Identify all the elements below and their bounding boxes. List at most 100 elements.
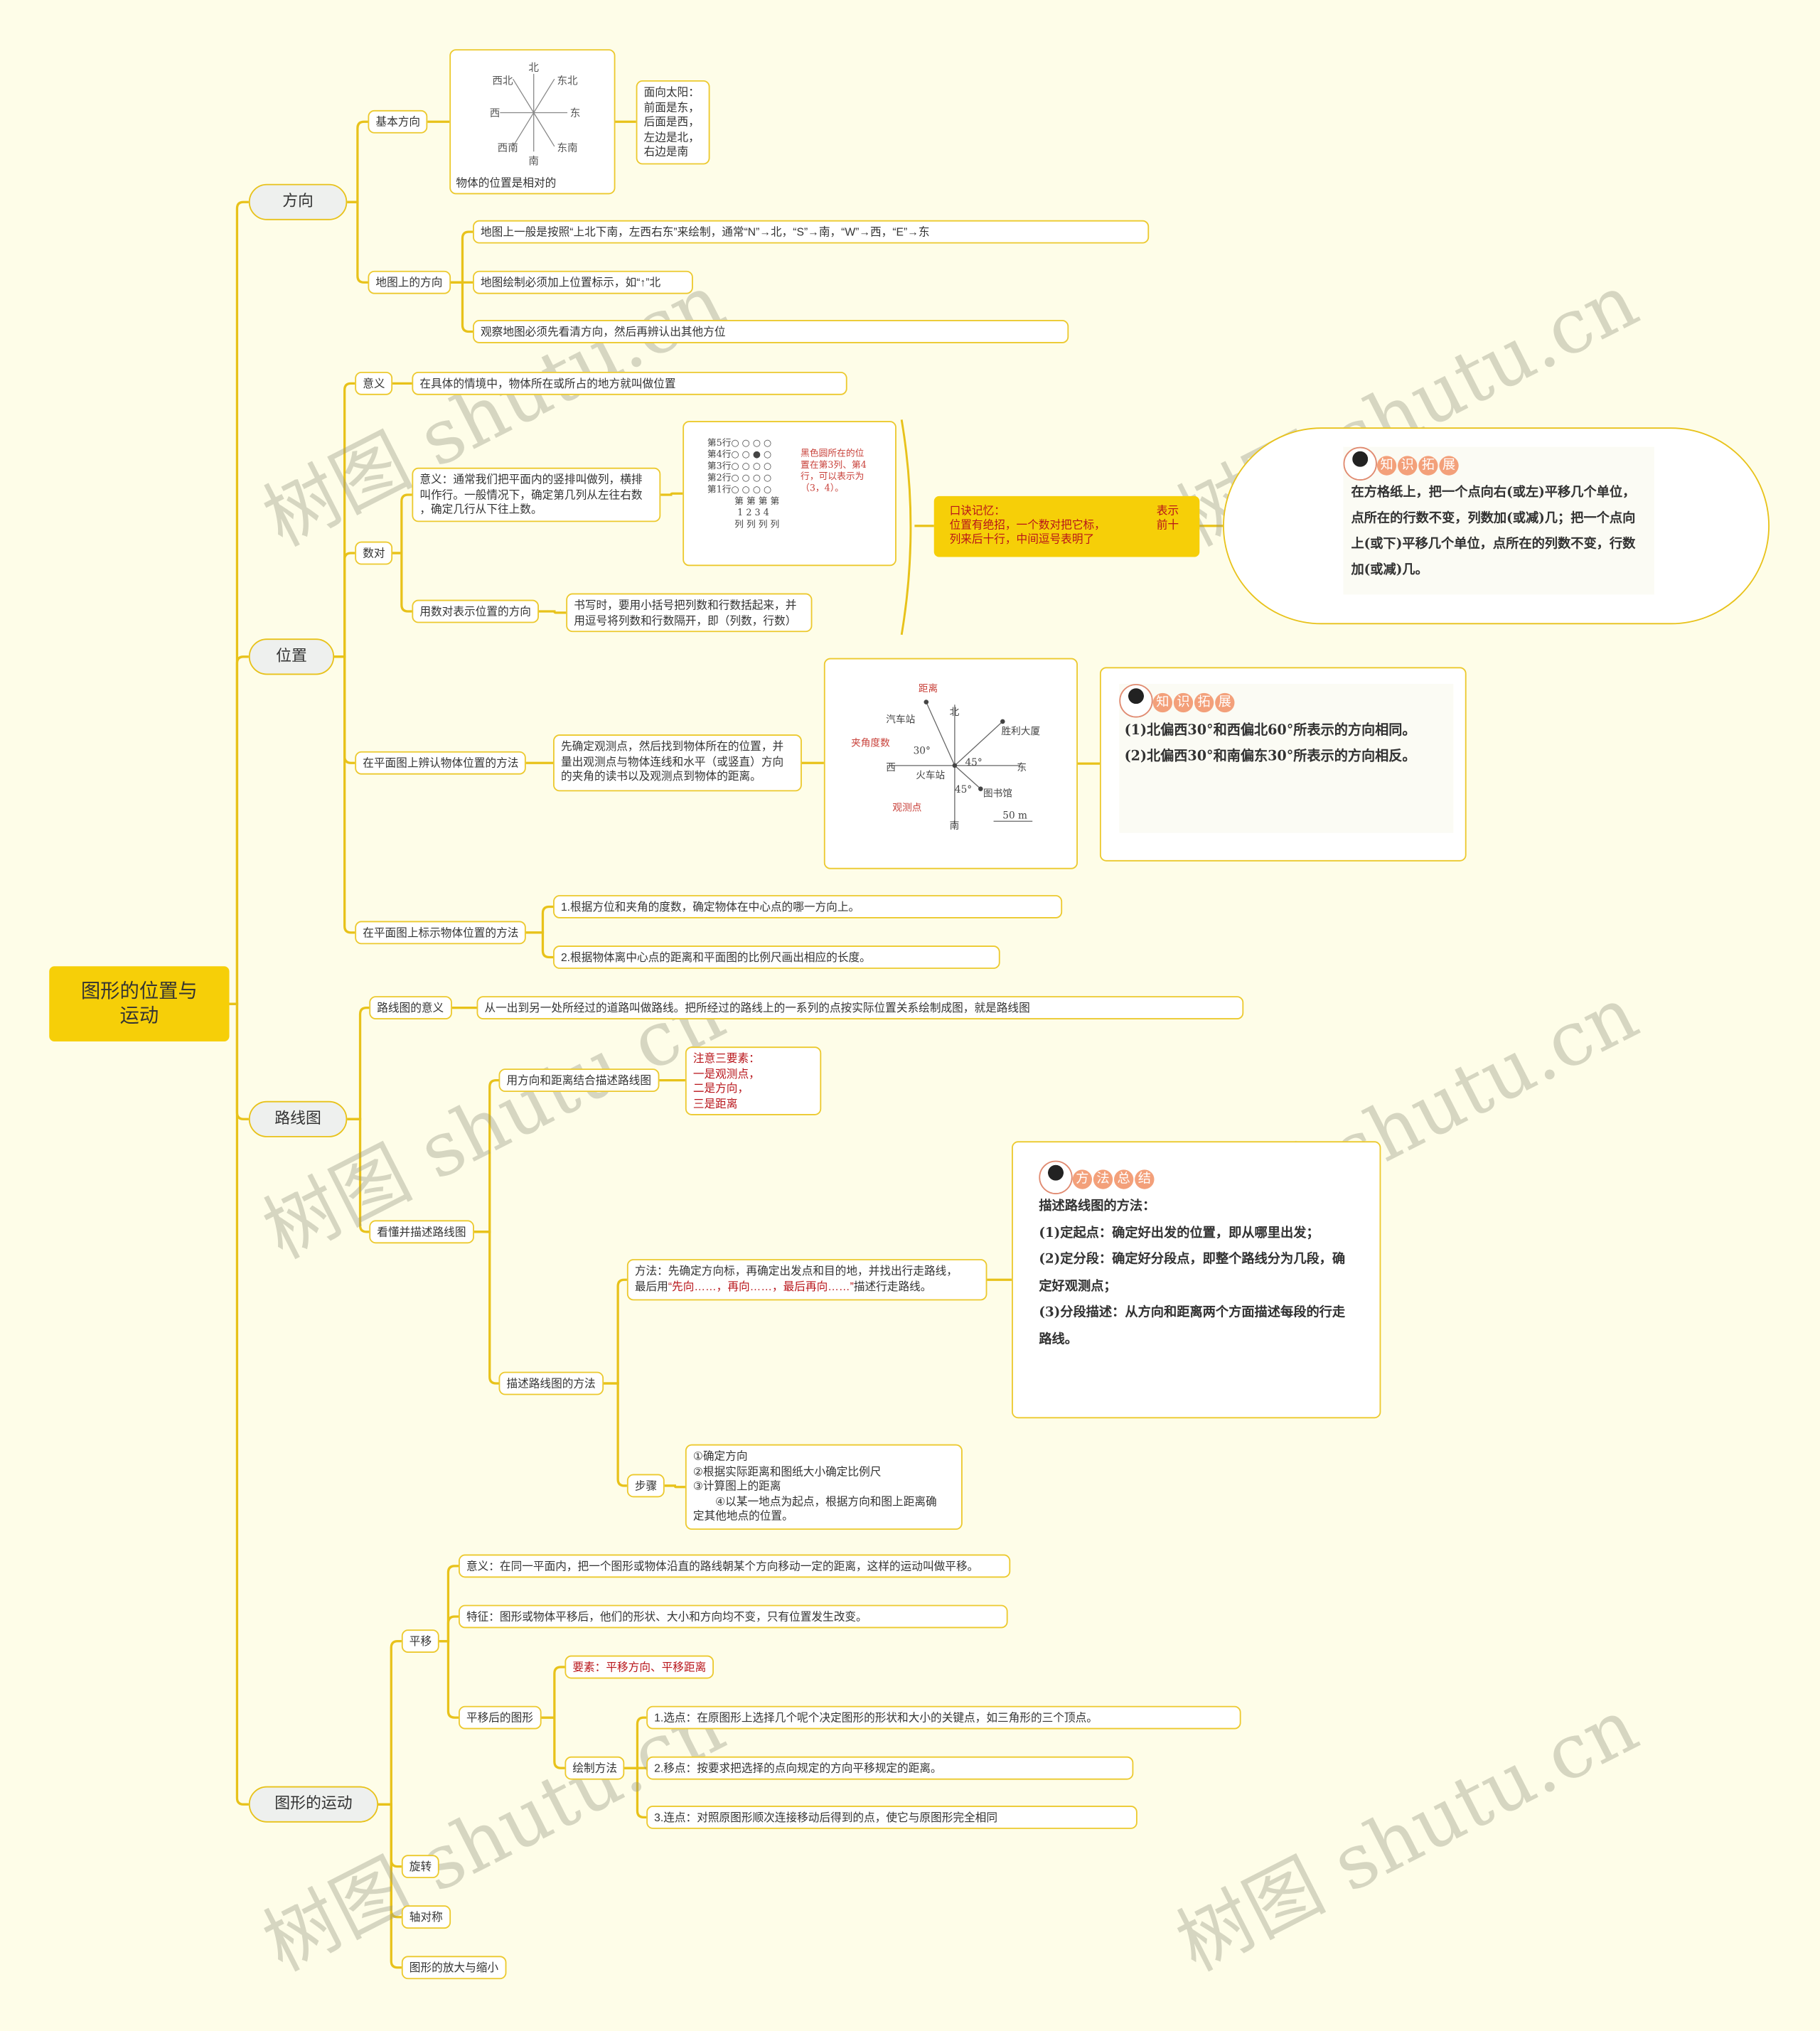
- connector: [439, 1639, 459, 1719]
- connector: [473, 1231, 499, 1385]
- topic-motion[interactable]: 图形的运动: [248, 1786, 379, 1823]
- knowledge-extension-box[interactable]: 知识拓展 (1)北偏西30°和西偏北60°所表示的方向相同。 (2)北偏西30°…: [1099, 667, 1467, 862]
- badge-char: 结: [1135, 1169, 1155, 1190]
- node-rotation[interactable]: 旋转: [401, 1855, 440, 1879]
- grid-row: 第1行○ ○ ○ ○: [707, 484, 772, 495]
- badge-char: 知: [1152, 693, 1173, 713]
- compass-image-node[interactable]: 北 南 东 西 东北 西北 东南 西南 物体的位置是相对的: [449, 49, 616, 195]
- map-direction-item[interactable]: 地图绘制必须加上位置标示，如“↑”北: [473, 270, 693, 294]
- mark-position-item[interactable]: 1.根据方位和夹角的度数，确定物体在中心点的哪一方向上。: [553, 895, 1063, 918]
- translation-elements[interactable]: 要素：平移方向、平移距离: [564, 1655, 714, 1679]
- boy-avatar-icon: [1343, 446, 1377, 481]
- node-number-pair[interactable]: 数对: [355, 541, 393, 565]
- node-basic-direction[interactable]: 基本方向: [368, 109, 429, 134]
- summary-line: (3)分段描述：从方向和距离两个方面描述每段的行走路线。: [1039, 1305, 1346, 1347]
- number-pair-grid-image[interactable]: 第5行○ ○ ○ ○ 第4行○ ○ ● ○ 第3行○ ○ ○ ○ 第2行○ ○ …: [682, 421, 896, 567]
- connector: [392, 552, 412, 613]
- label-bus-station: 汽车站: [886, 714, 915, 726]
- connector: [473, 1078, 499, 1233]
- node-mark-position[interactable]: 在平面图上标示物体位置的方法: [355, 921, 527, 945]
- knowledge-text: 在方格纸上，把一个点向右(或左)平移几个单位，点所在的行数不变，列数加(或减)几…: [1351, 486, 1636, 578]
- node-combine-direction-distance[interactable]: 用方向和距离结合描述路线图: [498, 1068, 659, 1093]
- node-map-direction[interactable]: 地图上的方向: [368, 270, 451, 294]
- badge-char: 拓: [1194, 693, 1214, 713]
- label-east: 东: [1017, 762, 1027, 773]
- route-meaning-text[interactable]: 从一出到另一处所经过的道路叫做路线。把所经过的路线上的一系列的点按实际位置关系绘…: [476, 996, 1244, 1019]
- knowledge-header: 知识拓展: [1343, 446, 1654, 481]
- mark-position-item[interactable]: 2.根据物体离中心点的距离和平面图的比例尺画出相应的长度。: [553, 945, 1000, 969]
- node-position-meaning[interactable]: 意义: [355, 371, 393, 395]
- node-axial-symmetry[interactable]: 轴对称: [401, 1905, 451, 1929]
- node-drawing-method[interactable]: 绘制方法: [564, 1756, 625, 1780]
- node-scaling[interactable]: 图形的放大与缩小: [401, 1956, 507, 1980]
- connector: [229, 1002, 249, 1806]
- grid-column-labels: 第 第 第 第 1 2 3 4 列 列 列 列: [734, 495, 780, 530]
- connector: [378, 1803, 402, 1919]
- drawing-step[interactable]: 2.移点：按要求把选择的点向规定的方向平移规定的距离。: [646, 1756, 1134, 1780]
- translation-meaning[interactable]: 意义：在同一平面内，把一个图形或物体沿直的路线朝某个方向移动一定的距离，这样的运…: [459, 1554, 1011, 1578]
- connector: [451, 281, 473, 333]
- translation-feature[interactable]: 特征：图形或物体平移后，他们的形状、大小和方向均不变，只有位置发生改变。: [459, 1604, 1008, 1629]
- node-facing-sun[interactable]: 面向太阳： 前面是东， 后面是西， 左边是北， 右边是南: [636, 80, 710, 165]
- summary-text: 描述路线图的方法： (1)定起点：确定好出发的位置，即从哪里出发； (2)定分段…: [1039, 1194, 1363, 1354]
- pair-writing-text[interactable]: 书写时，要用小括号把列数和行数括起来，并 用逗号将列数和行数隔开，即（列数，行数…: [566, 593, 813, 633]
- grid-row: 第5行○ ○ ○ ○: [707, 437, 772, 449]
- badge-char: 总: [1114, 1169, 1134, 1190]
- badge-char: 拓: [1418, 456, 1438, 476]
- node-identify-position[interactable]: 在平面图上辨认物体位置的方法: [355, 751, 527, 775]
- steps-text[interactable]: ①确定方向 ②根据实际距离和图纸大小确定比例尺 ③计算图上的距离 ④以某一地点为…: [685, 1444, 963, 1530]
- connector: [439, 1565, 459, 1643]
- label-library: 图书馆: [983, 788, 1012, 800]
- knowledge-line: (1)北偏西30°和西偏北60°所表示的方向相同。: [1124, 722, 1416, 739]
- method-text-b: 描述行走路线。: [853, 1279, 932, 1292]
- position-meaning-text[interactable]: 在具体的情境中，物体所在或所占的地方就叫做位置: [412, 371, 847, 395]
- connector: [624, 1716, 647, 1769]
- drawing-step[interactable]: 3.连点：对照原图形顺次连接移动后得到的点，使它与原图形完全相同: [646, 1806, 1138, 1829]
- connector: [439, 1615, 459, 1643]
- method-text-red: “先向……，再向……，最后再向……”: [668, 1279, 854, 1292]
- topic-route-map[interactable]: 路线图: [248, 1100, 348, 1137]
- compass-caption: 物体的位置是相对的: [456, 176, 557, 190]
- label-45deg-b: 45°: [955, 784, 972, 795]
- route-method-text[interactable]: 方法：先确定方向标，再确定出发点和目的地，并找出行走路线， 最后用“先向……，再…: [626, 1259, 987, 1301]
- drawing-step[interactable]: 1.选点：在原图形上选择几个呢个决定图形的形状和大小的关键点，如三角形的三个顶点…: [646, 1705, 1241, 1730]
- connector: [229, 655, 249, 1005]
- compass-n: 北: [528, 62, 539, 74]
- node-steps[interactable]: 步骤: [626, 1474, 665, 1498]
- node-translation[interactable]: 平移: [401, 1629, 440, 1653]
- connector: [541, 1716, 565, 1769]
- connector: [451, 230, 473, 284]
- identify-position-text[interactable]: 先确定观测点，然后找到物体所在的位置，并 量出观测点与物体连线和水平（或竖直）方…: [553, 734, 802, 792]
- badge-char: 展: [1439, 456, 1459, 476]
- connector: [378, 1803, 402, 1969]
- connector: [347, 1006, 370, 1120]
- map-direction-item[interactable]: 地图上一般是按照“上北下南，左西右东”来绘制，通常“N”→北，“S”→南，“W”…: [473, 220, 1150, 244]
- topic-direction[interactable]: 方向: [248, 183, 348, 220]
- knowledge-extension-oval[interactable]: 知识拓展 在方格纸上，把一个点向右(或左)平移几个单位，点所在的行数不变，列数加…: [1223, 427, 1770, 625]
- method-summary-box[interactable]: 方法总结 描述路线图的方法： (1)定起点：确定好出发的位置，即从哪里出发； (…: [1012, 1141, 1381, 1419]
- map-direction-item[interactable]: 观察地图必须先看清方向，然后再辨认出其他方位: [473, 320, 1069, 343]
- connector: [664, 1484, 685, 1489]
- number-pair-meaning[interactable]: 意义：通常我们把平面内的竖排叫做列，横排 叫作行。一般情况下，确定第几列从左往右…: [412, 467, 661, 523]
- connector: [334, 655, 355, 764]
- badge-char: 展: [1215, 693, 1235, 713]
- label-observation-point: 观测点: [892, 803, 921, 814]
- connector: [604, 1278, 627, 1385]
- compass-rose-icon: 北 南 东 西 东北 西北 东南 西南: [490, 62, 581, 167]
- connector: [229, 200, 249, 1005]
- observation-diagram[interactable]: 距离 北 汽车站 胜利大厦 夹角度数 30° 45° 西 东 火车站 45° 图…: [823, 658, 1078, 869]
- node-pair-writing[interactable]: 用数对表示位置的方向: [412, 599, 539, 623]
- mnemonic-callout[interactable]: 口诀记忆： 位置有绝招，一个数对把它标， 列来后十行，中间逗号表明了 表示 前十: [933, 495, 1200, 557]
- knowledge-lines: (1)北偏西30°和西偏北60°所表示的方向相同。 (2)北偏西30°和南偏东3…: [1119, 717, 1453, 769]
- grid-row: 第4行○ ○ ● ○: [707, 449, 772, 460]
- node-route-method[interactable]: 描述路线图的方法: [498, 1371, 604, 1395]
- node-after-translation[interactable]: 平移后的图形: [459, 1705, 541, 1730]
- connector: [334, 382, 355, 658]
- three-elements-note[interactable]: 注意三要素： 一是观测点， 二是方向， 三是距离: [685, 1046, 822, 1115]
- node-understand-route[interactable]: 看懂并描述路线图: [369, 1220, 474, 1244]
- badge-char: 法: [1093, 1169, 1113, 1190]
- node-route-meaning[interactable]: 路线图的意义: [369, 996, 452, 1019]
- root-topic[interactable]: 图形的位置与 运动: [49, 966, 230, 1041]
- topic-position[interactable]: 位置: [248, 638, 335, 675]
